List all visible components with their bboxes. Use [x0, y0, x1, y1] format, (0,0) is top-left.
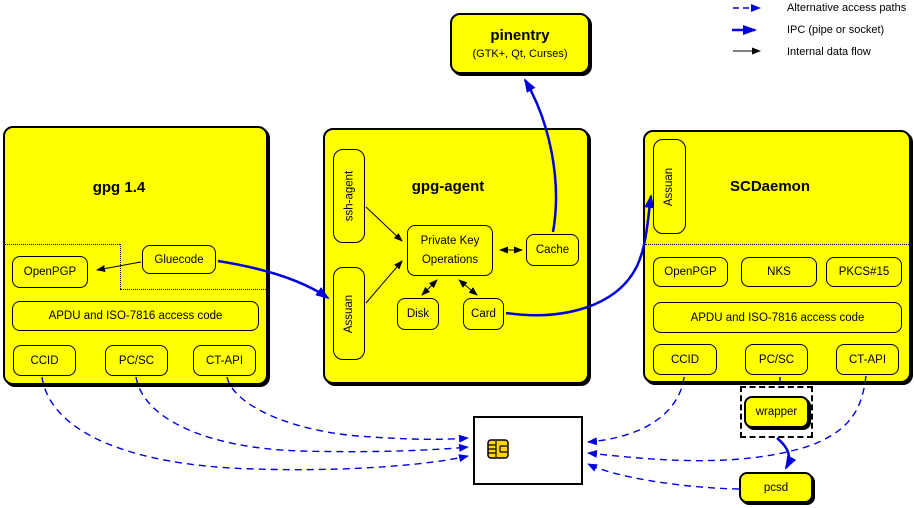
- gpg14-openpgp-box: OpenPGP: [12, 256, 88, 288]
- dashed-gpg14-pcsc-to-smartcard: [135, 376, 469, 453]
- dashed-gpg14-ctapi-to-smartcard: [226, 376, 469, 443]
- gpgagent-title: gpg-agent: [411, 178, 485, 195]
- legend-alternative-access-paths: Alternative access paths: [787, 2, 907, 14]
- gpgagent-private-key-operations-box: Private Key Operations: [407, 225, 493, 276]
- scdaemon-assuan-label: Assuan: [663, 167, 676, 206]
- gpg14-apdu-box: APDU and ISO-7816 access code: [12, 301, 259, 331]
- pko-line1: Private Key: [420, 235, 480, 247]
- dashed-scdaemon-ctapi-to-smartcard: [587, 375, 867, 462]
- scdaemon-apdu-box: APDU and ISO-7816 access code: [653, 302, 902, 333]
- gpg14-module-box: [3, 126, 268, 385]
- gpg14-pcsc-box: PC/SC: [105, 345, 168, 376]
- gpg14-ccid-box: CCID: [13, 345, 76, 376]
- scdaemon-nks-box: NKS: [741, 257, 817, 287]
- gpgagent-card-box: Card: [463, 298, 504, 330]
- pcsd-box: pcsd: [739, 472, 813, 503]
- scdaemon-title: SCDaemon: [729, 178, 811, 195]
- gpgagent-disk-box: Disk: [397, 298, 439, 330]
- wrapper-box: wrapper: [744, 396, 809, 428]
- smartcard-chip-icon: [487, 439, 509, 459]
- smartcard-box: [473, 416, 583, 485]
- gpg14-ctapi-box: CT-API: [193, 345, 256, 376]
- gpg14-dotted-separator-top: [4, 244, 120, 245]
- scdaemon-dotted-separator: [645, 244, 909, 245]
- legend-internal-data-flow: Internal data flow: [787, 46, 871, 58]
- arrow-ipc-wrapper-to-pcsd: [776, 437, 797, 470]
- dashed-gpg14-ccid-to-smartcard: [41, 376, 469, 471]
- gpg14-title: gpg 1.4: [92, 179, 146, 196]
- pinentry-title: pinentry: [490, 27, 550, 44]
- gpgagent-sshagent-label: ssh-agent: [343, 170, 356, 222]
- scdaemon-pkcs15-box: PKCS#15: [826, 257, 902, 287]
- dashed-pcsd-to-smartcard: [587, 463, 740, 490]
- gpg14-dotted-separator-bottom: [120, 289, 266, 290]
- legend-ipc: IPC (pipe or socket): [787, 24, 885, 36]
- gpgagent-assuan-box: Assuan: [333, 267, 365, 360]
- gpg14-dotted-separator-vertical: [120, 244, 121, 289]
- gpgagent-cache-box: Cache: [526, 234, 579, 266]
- scdaemon-ctapi-box: CT-API: [836, 344, 899, 375]
- gpgagent-assuan-label: Assuan: [343, 294, 356, 333]
- pko-line2: Operations: [421, 254, 479, 266]
- scdaemon-openpgp-box: OpenPGP: [653, 257, 728, 287]
- scdaemon-assuan-box: Assuan: [653, 139, 686, 234]
- pinentry-box: pinentry (GTK+, Qt, Curses): [450, 13, 590, 74]
- scdaemon-ccid-box: CCID: [653, 344, 717, 375]
- pinentry-subtitle: (GTK+, Qt, Curses): [472, 48, 568, 60]
- scdaemon-pcsc-box: PC/SC: [745, 344, 808, 375]
- dashed-scdaemon-ccid-to-smartcard: [587, 376, 685, 446]
- gpgagent-sshagent-box: ssh-agent: [333, 149, 365, 243]
- gpg14-gluecode-box: Gluecode: [142, 245, 216, 274]
